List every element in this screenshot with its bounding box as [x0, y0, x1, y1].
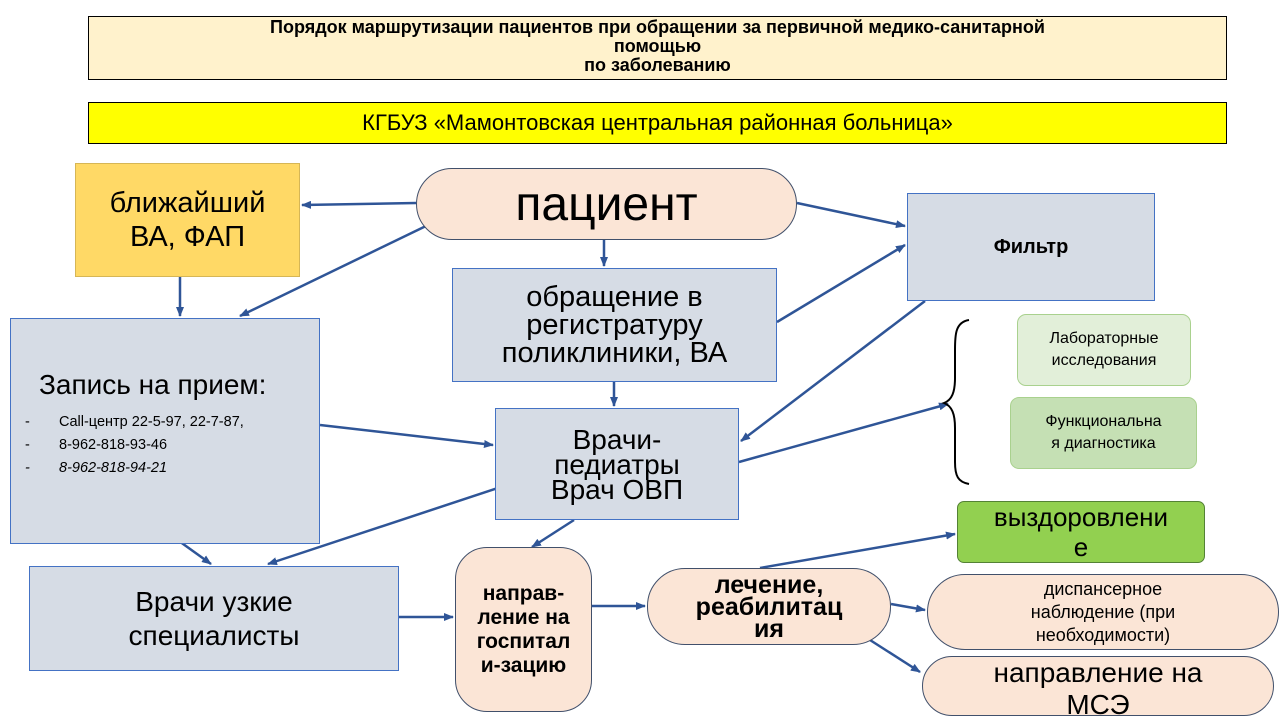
arrow-filter-to-pediatricians	[740, 300, 926, 442]
treatment-line-2: реабилитац	[695, 592, 843, 621]
registry-line-1: обращение в	[526, 281, 703, 313]
lab-tests-node: Лабораторные исследования	[1017, 314, 1191, 386]
hospitalization-line-2: ление на	[477, 605, 570, 629]
pediatricians-line-3: Врач ОВП	[550, 473, 684, 505]
patient-node: пациент	[416, 168, 797, 240]
functional-line-2: я диагностика	[1051, 435, 1156, 452]
mse-referral-node: направление на МСЭ	[922, 656, 1274, 720]
treatment-line-3: ия	[754, 614, 784, 643]
hospitalization-line-4: и-зацию	[480, 653, 567, 677]
arrow-registry-to-filter	[776, 243, 906, 324]
hospitalization-line-1: направ-	[482, 581, 565, 605]
pediatricians-line-2: педиатры	[554, 448, 680, 480]
filter-node: Фильтр	[907, 193, 1155, 301]
dispensary-line-2: наблюдение (при	[1030, 601, 1176, 622]
pediatricians-line-1: Врачи-	[572, 423, 662, 455]
specialists-line-2: специалисты	[128, 619, 300, 651]
arrow-pediatricians-to-specialists	[267, 482, 511, 566]
specialists-node: Врачи узкие специалисты	[29, 566, 399, 671]
recovery-line-2: е	[1073, 532, 1089, 562]
functional-line-1: Функциональна	[1045, 413, 1162, 430]
arrow-treatment-to-mse	[869, 638, 921, 674]
organization-banner: КГБУЗ «Мамонтовская центральная районная…	[88, 102, 1227, 144]
dispensary-observation-node: диспансерное наблюдение (при необходимос…	[927, 574, 1279, 650]
contact-item: 8-962-818-93-46	[25, 434, 244, 457]
recovery-node: выздоровлени е	[957, 501, 1205, 563]
lab-line-2: исследования	[1051, 352, 1157, 369]
arrow-appointment-to-pediatricians	[319, 423, 494, 448]
header-title: Порядок маршрутизации пациентов при обра…	[88, 16, 1227, 80]
hospitalization-line-3: госпитал	[476, 629, 571, 653]
treatment-line-1: лечение,	[714, 570, 824, 599]
appointment-title: Запись на прием:	[39, 369, 267, 400]
contact-item: Call-центр 22-5-97, 22-7-87,	[25, 411, 244, 434]
arrow-pediatricians-to-hospitalization	[531, 518, 575, 549]
nearest-line-1: ближайший	[109, 187, 266, 219]
dispensary-line-3: необходимости)	[1035, 624, 1171, 645]
nearest-facility-node: ближайший ВА, ФАП	[75, 163, 300, 277]
header-title-line-2: помощью	[613, 36, 702, 56]
diagnostics-bracket	[941, 319, 970, 485]
nearest-line-2: ВА, ФАП	[129, 221, 246, 253]
arrow-treatment-to-dispensary	[890, 602, 926, 613]
registry-line-3: поликлиники, ВА	[501, 337, 728, 369]
pediatricians-node: Врачи- педиатры Врач ОВП	[495, 408, 739, 520]
recovery-line-1: выздоровлени	[993, 502, 1169, 532]
treatment-node: лечение, реабилитац ия	[647, 568, 891, 645]
arrow-patient-to-nearest	[301, 200, 417, 209]
functional-diagnostics-node: Функциональна я диагностика	[1010, 397, 1197, 469]
dispensary-line-1: диспансерное	[1043, 578, 1163, 599]
header-title-line-1: Порядок маршрутизации пациентов при обра…	[270, 17, 1045, 37]
appointment-contacts-list: Call-центр 22-5-97, 22-7-87, 8-962-818-9…	[25, 411, 244, 480]
arrow-pediatricians-to-diagnostics	[738, 402, 949, 464]
arrow-patient-to-appointment	[239, 224, 427, 318]
registry-line-2: регистратуру	[526, 309, 703, 341]
appointment-node: Запись на прием: Call-центр 22-5-97, 22-…	[10, 318, 320, 544]
registry-node: обращение в регистратуру поликлиники, ВА	[452, 268, 777, 382]
arrow-patient-to-filter	[796, 201, 906, 229]
hospitalization-node: направ- ление на госпитал и-зацию	[455, 547, 592, 712]
arrow-treatment-to-recovery	[759, 531, 956, 570]
specialists-line-1: Врачи узкие	[135, 585, 293, 617]
mse-line-2: МСЭ	[1066, 689, 1130, 720]
contact-item: 8-962-818-94-21	[25, 457, 244, 480]
mse-line-1: направление на	[993, 657, 1203, 688]
header-title-line-3: по заболеванию	[584, 55, 731, 75]
lab-line-1: Лабораторные	[1049, 330, 1159, 347]
